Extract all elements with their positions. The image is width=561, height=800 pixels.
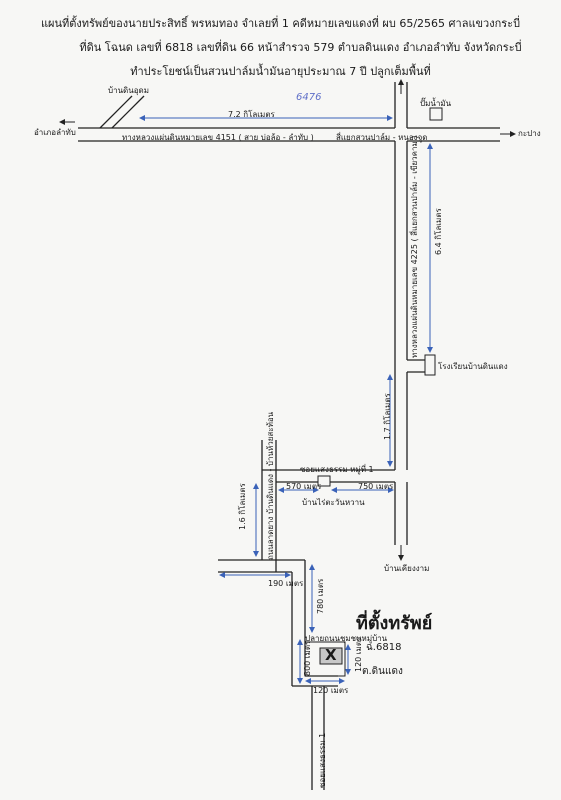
label-school: โรงเรียนบ้านดินแดง <box>438 362 508 371</box>
property-title: ที่ตั้งทรัพย์ <box>356 613 433 634</box>
label-distance-7-2: 7.2 กิโลเมตร <box>228 110 275 119</box>
label-distance-800: 800 เมตร <box>303 640 312 676</box>
label-soi-sawangtham: ซอยแสงธรรม หมู่ที่ 1 <box>300 465 374 474</box>
property-x-marker: X <box>325 646 337 664</box>
header-line-2: ที่ดิน โฉนด เลขที่ 6818 เลขที่ดิน 66 หน้… <box>79 41 522 54</box>
property-deed: ฉ.6818 <box>366 642 402 653</box>
label-village-end: ปลายถนนชุมชนหมู่บ้าน <box>305 634 388 643</box>
label-distance-780: 780 เมตร <box>316 578 325 614</box>
label-distance-120-a: 120 เมตร <box>313 686 349 695</box>
distance-arrows <box>139 115 433 684</box>
label-soi-bottom: ซอยแสงธรรม 1 <box>318 732 327 788</box>
ban-rai-ta-box <box>317 475 331 487</box>
label-highway-4151: ทางหลวงแผ่นดินหมายเลข 4151 ( สาย บ่อล้อ … <box>122 133 314 142</box>
label-distance-1-7: 1.7 กิโลเมตร <box>383 393 392 440</box>
property-marker-box <box>319 647 343 665</box>
road-north <box>394 82 408 128</box>
label-gas-station: ปั๊มน้ำมัน <box>420 99 452 108</box>
label-amphoe-lamthap: อำเภอลำทับ <box>34 128 76 137</box>
label-krabi-west: กะปาง <box>518 129 541 138</box>
label-ban-khiang-ngam: บ้านเคียงงาม <box>384 564 430 573</box>
direction-arrows <box>59 79 516 561</box>
local-road <box>218 440 305 573</box>
label-junction: สี่แยกสวนปาล์ม - หนองจูด <box>336 133 428 142</box>
label-highway-4225: ทางหลวงแผ่นดินหมายเลข 4225 ( สี่แยกสวนปา… <box>410 135 419 358</box>
label-distance-190: 190 เมตร <box>268 579 304 588</box>
highway-4225 <box>394 141 425 545</box>
soi-sawangtham <box>262 469 395 483</box>
label-ban-rai-ta: บ้านไร่ตะวันหวาน <box>302 498 365 507</box>
property-subdistrict: ต.ดินแดง <box>362 666 403 677</box>
gas-station-box <box>429 107 443 121</box>
header-line-3: ทำประโยชน์เป็นสวนปาล์มน้ำมันอายุประมาณ 7… <box>130 65 431 78</box>
label-distance-570: 570 เมตร <box>286 482 322 491</box>
handwritten-note: 6476 <box>296 92 322 103</box>
road-ban-din-udom <box>99 95 145 129</box>
school-box <box>424 354 436 376</box>
label-distance-1-6: 1.6 กิโลเมตร <box>238 483 247 530</box>
label-ban-din-udom: บ้านดินอุดม <box>108 86 149 95</box>
label-distance-6-4: 6.4 กิโลเมตร <box>434 208 443 255</box>
header-line-1: แผนที่ตั้งทรัพย์ของนายประสิทธิ์ พรหมทอง … <box>40 17 521 30</box>
label-distance-750: 750 เมตร <box>358 482 394 491</box>
highway-4151 <box>78 127 500 142</box>
label-local-road: ถนนลาดยาง บ้านดินแดง - บ้านห้วยสะท้อน <box>266 411 275 560</box>
